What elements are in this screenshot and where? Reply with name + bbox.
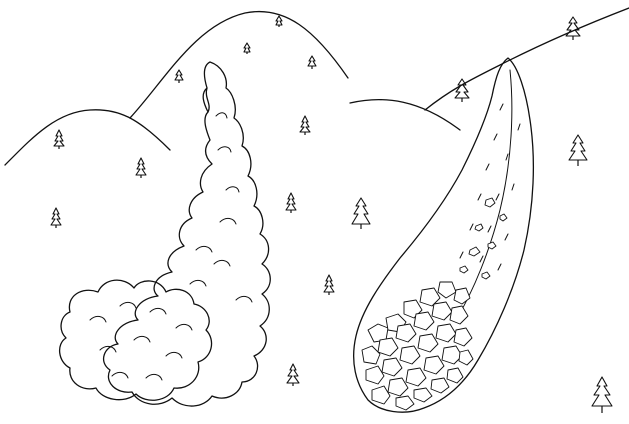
tree (276, 16, 282, 27)
tree (300, 116, 310, 135)
tree (54, 130, 64, 149)
tree (352, 198, 370, 229)
chute-inner-line (456, 70, 512, 320)
powder-head (60, 280, 212, 400)
hills (5, 8, 629, 165)
powder-cloud-outline (104, 62, 271, 406)
tree (136, 158, 146, 178)
powder-avalanche (60, 62, 271, 406)
tree (569, 135, 587, 166)
tree (566, 17, 580, 40)
tree (592, 377, 612, 413)
rock-pile (362, 282, 473, 410)
tree (51, 208, 61, 228)
tree (308, 56, 316, 69)
hill-right-slope (425, 8, 629, 110)
tree (244, 43, 250, 54)
tree (287, 364, 299, 386)
billow-marks (90, 113, 252, 380)
hill-left (5, 110, 170, 165)
tree (324, 275, 334, 295)
rock-avalanche (354, 58, 534, 412)
trees (51, 16, 612, 413)
hill-right-shoulder (350, 100, 460, 130)
tree (175, 70, 183, 83)
tree (286, 193, 296, 213)
